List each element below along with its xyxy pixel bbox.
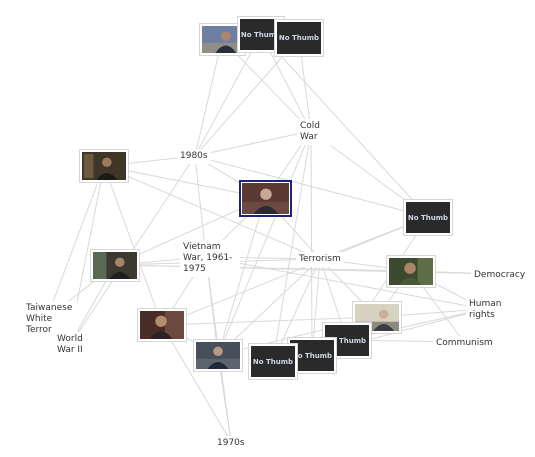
topic-label-world-war-ii[interactable]: World War II	[54, 332, 88, 358]
graph-edge	[217, 130, 312, 356]
video-thumbnail[interactable]	[90, 249, 140, 282]
selected-video-thumbnail[interactable]	[239, 180, 292, 217]
topic-label-human-rights[interactable]: Human rights	[466, 297, 508, 323]
interviewee-thumbnail-image	[202, 26, 243, 53]
graph-edge	[194, 38, 223, 157]
graph-edge	[161, 324, 232, 443]
video-thumbnail[interactable]	[79, 149, 129, 183]
topic-label-1970s[interactable]: 1970s	[214, 436, 248, 451]
graph-edge	[103, 165, 266, 199]
graph-edge	[217, 197, 266, 356]
graph-edge	[194, 155, 429, 218]
topic-label-communism[interactable]: Communism	[433, 336, 496, 351]
topic-label-democracy[interactable]: Democracy	[471, 268, 529, 283]
video-thumbnail[interactable]	[193, 339, 243, 372]
video-thumbnail-no-thumb[interactable]: No Thumb	[274, 19, 324, 57]
graph-edge	[310, 130, 313, 356]
topic-label-cold-war[interactable]: Cold War	[297, 119, 333, 145]
topic-label-taiwanese-white-terror[interactable]: Taiwanese White Terror	[23, 301, 77, 338]
graph-edge	[260, 33, 429, 218]
graph-edge	[194, 33, 262, 157]
interviewee-thumbnail-image	[355, 304, 399, 331]
video-thumbnail[interactable]	[137, 308, 187, 342]
video-thumbnail-no-thumb[interactable]: No Thumb	[248, 343, 298, 380]
graph-edge	[194, 37, 300, 157]
topic-label-1980s[interactable]: 1980s	[177, 149, 211, 164]
no-thumb-placeholder: No Thumb	[251, 346, 295, 377]
graph-edge	[272, 130, 312, 362]
no-thumb-placeholder: No Thumb	[277, 22, 321, 54]
interviewee-thumbnail-image	[242, 183, 289, 214]
interviewee-thumbnail-image	[389, 258, 433, 285]
no-thumb-placeholder: No Thumb	[406, 202, 450, 233]
interviewee-thumbnail-image	[82, 152, 126, 180]
graph-edge	[161, 216, 429, 326]
interviewee-thumbnail-image	[196, 342, 240, 369]
graph-edge	[103, 165, 321, 260]
graph-edge	[194, 130, 312, 157]
video-thumbnail[interactable]	[386, 255, 436, 288]
topic-label-vietnam-war[interactable]: Vietnam War, 1961-1975	[180, 240, 240, 277]
video-thumbnail-no-thumb[interactable]: No Thumb	[403, 199, 453, 236]
graph-edge	[46, 165, 105, 319]
graph-edge	[205, 256, 485, 310]
graph-edge	[161, 316, 378, 326]
interviewee-thumbnail-image	[93, 252, 137, 279]
interviewee-thumbnail-image	[140, 311, 184, 339]
graph-edge	[103, 165, 163, 326]
topic-label-terrorism[interactable]: Terrorism	[296, 252, 344, 267]
